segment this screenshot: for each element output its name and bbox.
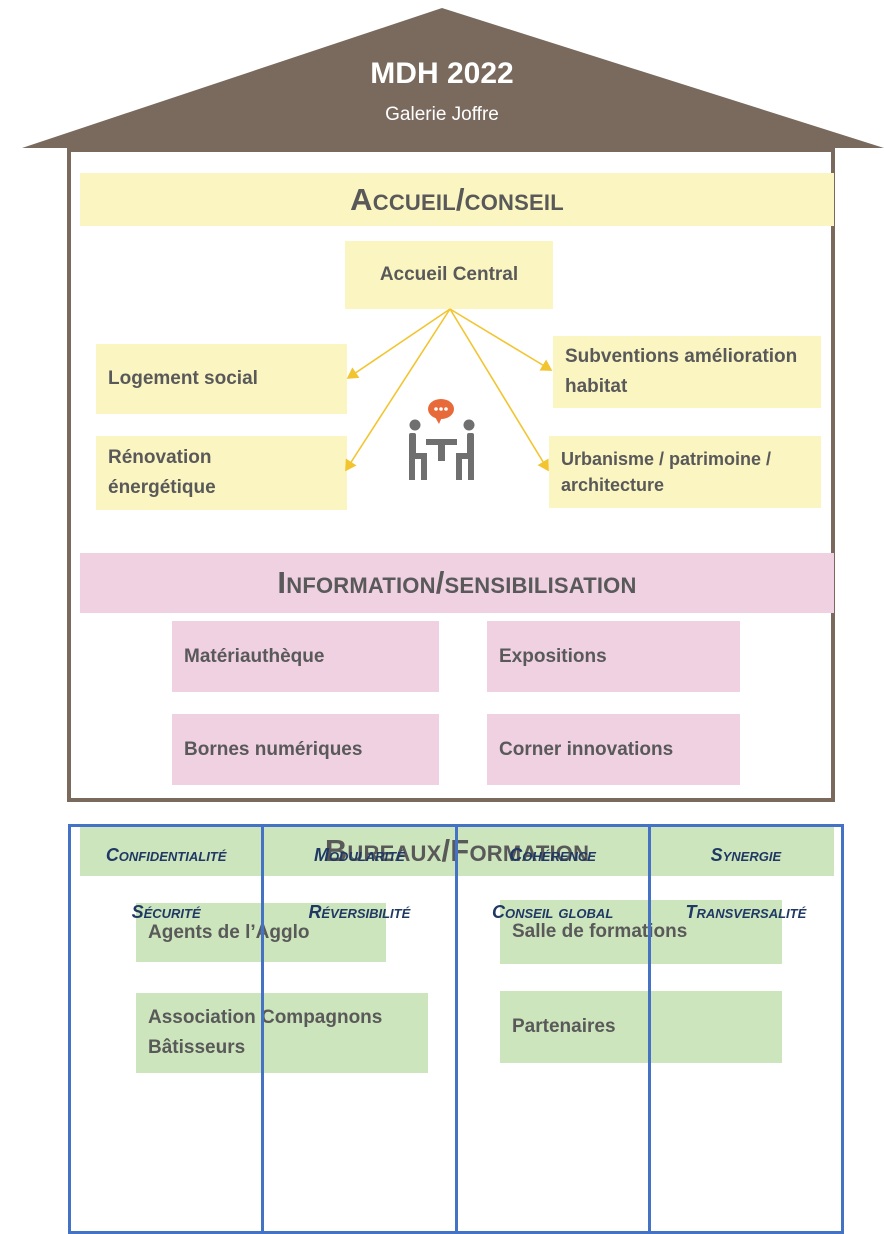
values-cell: Confidentialité Sécurité (71, 827, 265, 1231)
value-top: Modularité (313, 845, 405, 865)
value-bottom: Conseil global (491, 902, 614, 922)
value-top: Confidentialité (105, 845, 227, 865)
values-cell: Cohérence Conseil global (458, 827, 651, 1231)
accueil-heading: Accueil/conseil (80, 173, 834, 226)
salle-formations-box[interactable]: Salle de formations (500, 900, 782, 964)
values-cell: Modularité Réversibilité (264, 827, 458, 1231)
house-frame (67, 148, 835, 802)
value-bottom: Sécurité (131, 902, 201, 922)
partenaires-box[interactable]: Partenaires (500, 991, 782, 1063)
value-top: Synergie (710, 845, 782, 865)
roof-subtitle: Galerie Joffre (385, 104, 499, 125)
association-compagnons-box[interactable]: Association Compagnons Bâtisseurs (136, 993, 428, 1073)
values-table: Confidentialité Sécurité Modularité Réve… (68, 824, 844, 1234)
information-heading: Information/sensibilisation (80, 553, 834, 613)
renovation-energetique-box[interactable]: Rénovation énergétique (96, 436, 347, 510)
urbanisme-box[interactable]: Urbanisme / patrimoine / architecture (549, 436, 821, 508)
value-top: Cohérence (509, 845, 596, 865)
agents-agglo-box[interactable]: Agents de l’Agglo (136, 903, 386, 962)
expositions-box[interactable]: Expositions (487, 621, 740, 692)
meeting-icon (409, 399, 475, 480)
roof (22, 8, 884, 148)
value-bottom: Réversibilité (308, 902, 411, 922)
value-bottom: Transversalité (685, 902, 807, 922)
logement-social-box[interactable]: Logement social (96, 344, 347, 414)
bornes-numeriques-box[interactable]: Bornes numériques (172, 714, 439, 785)
materiautheque-box[interactable]: Matériauthèque (172, 621, 439, 692)
roof-title: MDH 2022 (370, 57, 514, 90)
subventions-box[interactable]: Subventions amélioration habitat (553, 336, 821, 408)
accueil-central-box[interactable]: Accueil Central (345, 241, 553, 309)
values-cell: Synergie Transversalité (651, 827, 841, 1231)
corner-innovations-box[interactable]: Corner innovations (487, 714, 740, 785)
